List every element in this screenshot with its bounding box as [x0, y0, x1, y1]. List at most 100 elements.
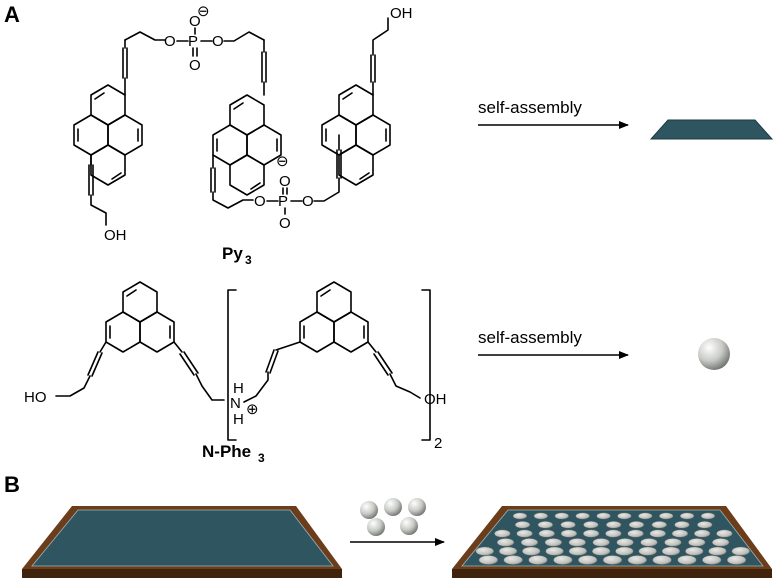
disc — [602, 555, 623, 565]
repeat-bracket-right — [421, 289, 431, 441]
disc — [712, 538, 730, 547]
disc — [494, 529, 511, 538]
py3-oxygen-2: O — [212, 33, 224, 50]
disc — [533, 512, 549, 520]
disc — [496, 538, 515, 547]
disc — [649, 529, 666, 538]
disc — [560, 521, 576, 529]
panel-label-b: B — [4, 472, 20, 497]
disc — [638, 512, 653, 520]
disc — [700, 512, 716, 520]
disc — [716, 529, 733, 538]
disc — [617, 512, 632, 520]
disc — [688, 538, 706, 547]
disc — [726, 555, 747, 565]
nphe3-hydroxyl-end: OH — [424, 391, 447, 408]
py3-oxygen-4: O — [189, 57, 201, 74]
py3-oxygen-8: O — [279, 215, 291, 232]
py3-charge-minus-2: ⊖ — [276, 153, 289, 170]
ammonium-h-top: H — [233, 380, 244, 397]
disc — [554, 512, 569, 520]
arrow-label-top: self-assembly — [478, 98, 582, 117]
phenanthrene-unit-2 — [299, 281, 369, 353]
nanosheet-shape — [649, 119, 774, 140]
nphe3-structure: HO 2 H N H ⊕ OH — [24, 281, 447, 452]
disc — [627, 529, 644, 538]
disc — [553, 555, 573, 565]
disc — [674, 521, 690, 529]
disc — [592, 538, 610, 547]
repeat-bracket-left — [227, 289, 237, 441]
disc — [708, 546, 727, 556]
disc — [640, 538, 658, 547]
disc — [628, 521, 645, 529]
disc — [627, 555, 647, 565]
arrow-label-middle: self-assembly — [478, 328, 582, 347]
py3-oxygen-1: O — [164, 33, 176, 50]
disc — [592, 546, 611, 556]
panel-label-a: A — [4, 2, 20, 27]
disc — [679, 512, 695, 520]
nanosphere-shape — [698, 338, 730, 370]
disc — [616, 538, 634, 547]
sphere-cluster — [360, 498, 426, 536]
disc — [478, 555, 499, 565]
disc — [652, 555, 672, 565]
disc — [514, 521, 531, 529]
disc — [664, 538, 682, 547]
disc — [503, 555, 523, 565]
disc — [583, 529, 600, 538]
substrate-coated — [452, 506, 772, 578]
py3-hydroxyl-2: OH — [390, 5, 413, 22]
disc — [537, 521, 554, 529]
disc — [512, 512, 528, 520]
disc — [702, 555, 722, 565]
disc — [606, 521, 622, 529]
py3-name: Py — [222, 244, 243, 263]
disc — [568, 546, 588, 556]
ammonium-h-bottom: H — [233, 411, 244, 428]
disc — [528, 555, 548, 565]
py3-oxygen-3: O — [189, 13, 201, 30]
disc — [694, 529, 711, 538]
disc — [498, 546, 518, 556]
substrate-plain — [22, 506, 342, 578]
disc — [671, 529, 689, 538]
disc-array — [475, 512, 750, 565]
disc — [544, 538, 563, 547]
disc — [596, 512, 611, 520]
disc — [520, 538, 539, 547]
py3-structure: O P O O ⊖ O OH — [73, 3, 413, 244]
disc — [583, 521, 599, 529]
py3-hydroxyl-1: OH — [104, 227, 127, 244]
disc — [475, 546, 494, 556]
disc — [560, 529, 578, 538]
disc — [651, 521, 667, 529]
nphe3-name: N-Phe — [202, 442, 251, 461]
disc — [697, 521, 713, 529]
pyrene-unit-2 — [212, 94, 282, 196]
py3-phosphorus-1: P — [188, 33, 198, 50]
disc — [568, 538, 586, 547]
ammonium-charge-plus: ⊕ — [246, 401, 259, 418]
disc — [685, 546, 704, 556]
disc — [605, 529, 622, 538]
pyrene-unit-3 — [321, 84, 391, 186]
disc — [578, 555, 598, 565]
disc — [659, 512, 674, 520]
py3-subscript: 3 — [245, 253, 252, 267]
ammonium-nitrogen: N — [230, 395, 241, 412]
phenanthrene-unit-1 — [105, 281, 175, 353]
repeat-count: 2 — [434, 435, 442, 452]
disc — [661, 546, 681, 556]
disc — [575, 512, 590, 520]
py3-oxygen-6: O — [302, 193, 314, 210]
disc — [615, 546, 634, 556]
disc — [516, 529, 533, 538]
nphe3-subscript: 3 — [258, 451, 265, 465]
py3-oxygen-7: O — [279, 173, 291, 190]
pyrene-unit-1 — [73, 84, 143, 186]
disc — [638, 546, 657, 556]
disc — [677, 555, 697, 565]
